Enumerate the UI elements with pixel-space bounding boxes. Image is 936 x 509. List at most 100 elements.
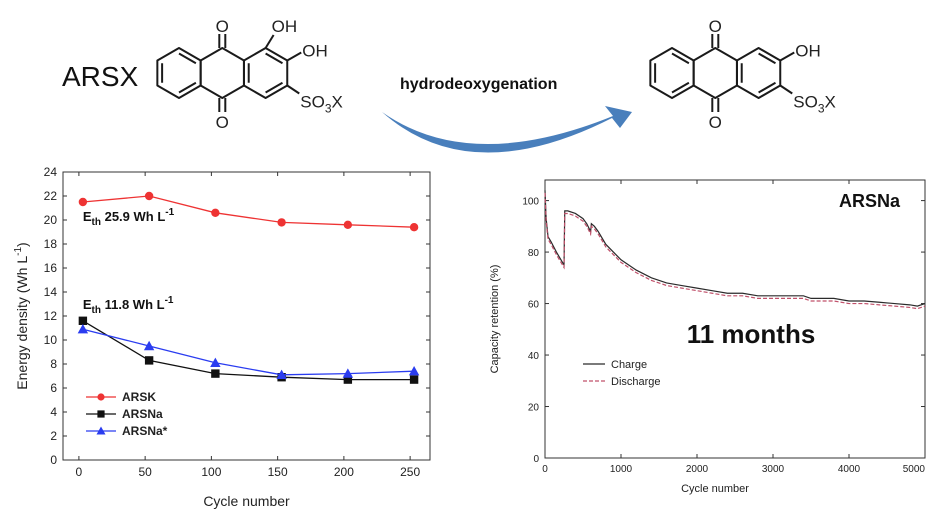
data-point [409,375,419,384]
legend-label: Discharge [611,376,661,388]
product-sulfonate: SO3X [793,93,836,116]
series-line-ARSNa [82,320,415,381]
reactant-oh-bond-1 [264,34,275,49]
reaction-label: hydrodeoxygenation [400,76,557,93]
chart-title: ARSNa [839,191,901,211]
reactant-oxygen-top: O [216,17,229,36]
y-tick-label: 10 [44,333,58,347]
y-tick-label: 100 [522,197,539,208]
product-right-ring [735,47,782,99]
data-point [210,357,221,367]
y-axis-label: Capacity retention (%) [489,265,501,374]
reactant-sulfonate: SO3X [300,93,343,116]
x-tick-label: 150 [268,465,288,479]
y-tick-label: 0 [533,454,539,465]
product-hydroxyl: OH [795,42,821,61]
x-tick-label: 0 [542,464,548,475]
product-left-ring-double-bond [671,81,690,94]
x-tick-label: 100 [201,465,221,479]
reactant-hydroxyl-1: OH [272,17,298,36]
y-tick-label: 80 [528,248,540,259]
y-tick-label: 8 [50,357,57,371]
product-oxygen-bottom: O [709,113,722,132]
reactant-sulfonate-so: SO [300,93,325,112]
y-axis-label-main: Energy density (Wh L [14,256,30,390]
reactant-label: ARSX [62,61,139,92]
y-tick-label: 20 [44,213,58,227]
data-point [78,316,88,325]
x-tick-label: 250 [400,465,420,479]
y-tick-label: 40 [528,351,540,362]
y-tick-label: 22 [44,189,58,203]
x-tick-label: 200 [334,465,354,479]
legend-label: ARSNa* [122,424,168,438]
product-middle-ring [692,47,738,99]
data-point [277,218,286,227]
y-tick-label: 4 [50,405,57,419]
series-line-ARSNa* [82,328,415,376]
legend-marker [96,426,106,435]
x-tick-label: 2000 [686,464,709,475]
series-line-charge [544,190,926,307]
x-tick-label: 50 [138,465,152,479]
data-point [342,368,354,378]
data-point [144,191,154,201]
product-sulfonate-x: X [825,93,836,112]
reactant-middle-ring [199,47,245,99]
reactant-left-ring-double-bond [178,81,197,94]
series-line-ARSK [82,195,415,228]
theoretical-energy-annotation: Eth 25.9 Wh L-1 [83,207,175,228]
legend-label: ARSK [122,390,156,404]
theoretical-energy-annotation: Eth 11.8 Wh L-1 [83,295,174,316]
product-right-ring-double-bond [758,52,776,65]
y-tick-label: 14 [44,285,58,299]
data-point [276,369,287,379]
product-sulfonate-so: SO [793,93,818,112]
y-tick-label: 24 [44,165,58,179]
product-left-ring [649,47,695,99]
reactant-left-ring [156,47,202,99]
y-axis-label-superscript: -1 [13,247,24,256]
legend-marker [97,393,105,401]
data-point [409,223,419,232]
x-tick-label: 1000 [610,464,633,475]
annotation-subscript: th [92,217,101,228]
data-point [343,375,353,384]
duration-annotation: 11 months [687,319,816,349]
x-tick-label: 5000 [903,464,926,475]
y-tick-label: 20 [528,403,540,414]
data-point [143,340,155,351]
data-point [211,208,220,217]
data-point [343,220,353,229]
x-axis-label: Cycle number [203,493,290,509]
reactant-right-ring-double-bond [265,81,283,94]
y-tick-label: 60 [528,300,540,311]
y-tick-label: 2 [50,429,57,443]
reactant-right-ring-double-bond [265,52,283,65]
reactant-right-ring [242,47,289,99]
y-axis-label-tail: ) [14,242,30,247]
annotation-subscript: th [92,305,101,316]
y-tick-label: 0 [50,453,57,467]
product-oxygen-top: O [709,17,722,36]
data-point [408,366,420,376]
product-so3-bond [779,84,793,95]
y-axis-label: Energy density (Wh L-1) [13,242,30,389]
legend-marker [97,410,105,418]
reactant-oxygen-bottom: O [216,113,229,132]
annotation-superscript: -1 [165,207,174,218]
annotation-value: 25.9 Wh L [101,209,165,224]
annotation-superscript: -1 [165,295,174,306]
reactant-so3-bond [286,84,300,95]
data-point [211,369,220,378]
product-right-ring-double-bond [758,81,776,94]
plot-frame [544,179,926,459]
series-line-discharge [544,192,926,310]
reactant-left-ring-double-bond [178,52,197,65]
data-point [78,197,88,207]
reactant-hydroxyl-2: OH [302,42,328,61]
